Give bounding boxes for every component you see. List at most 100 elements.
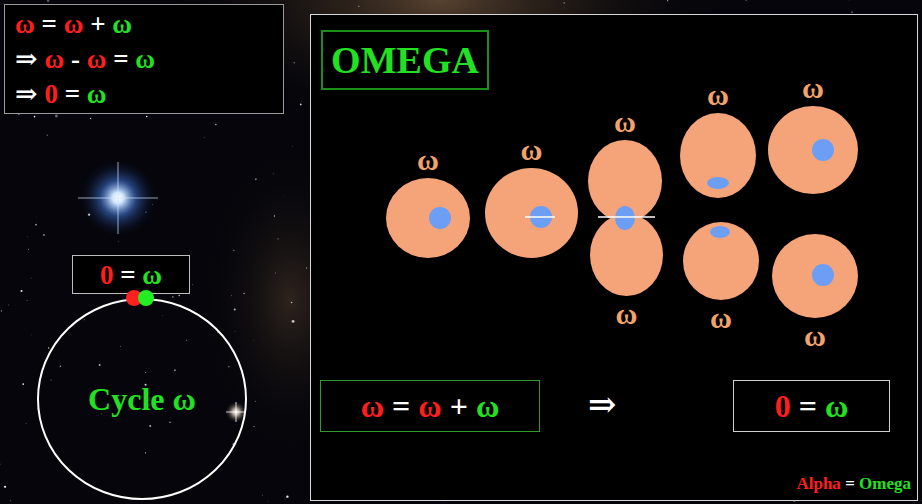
star xyxy=(34,116,36,118)
cell-body xyxy=(485,168,578,258)
star xyxy=(292,320,295,323)
star xyxy=(47,135,48,136)
text-part: = xyxy=(392,388,418,424)
equation-box: 0 = ω xyxy=(733,380,890,432)
cell-body xyxy=(386,178,470,258)
text-part: Cycle xyxy=(88,381,172,417)
equation-box: ω = ω + ω xyxy=(320,380,540,432)
star xyxy=(234,330,236,332)
cell-body xyxy=(590,214,663,296)
star xyxy=(48,347,50,349)
star xyxy=(192,284,194,286)
text-part: ω xyxy=(44,44,71,74)
text-part: OMEGA xyxy=(331,39,479,81)
cell: ω xyxy=(683,222,759,300)
cell-body xyxy=(768,106,858,194)
cell-membrane xyxy=(386,178,470,258)
star xyxy=(667,0,668,1)
star xyxy=(50,379,51,380)
text-part: ⇒ xyxy=(588,386,617,423)
cell: ω xyxy=(386,178,470,258)
cell-nucleus xyxy=(615,206,635,230)
star xyxy=(261,494,263,496)
text-part: ω xyxy=(87,44,114,74)
cell: ω xyxy=(485,168,578,258)
star xyxy=(745,0,746,1)
cell-membrane xyxy=(772,234,858,318)
star xyxy=(25,423,27,425)
cell-body xyxy=(772,234,858,318)
omega-panel: Alpha = OmegaOMEGAωωωωωωωωω = ω + ω0 = ω xyxy=(310,14,918,501)
omega-label: ω xyxy=(485,134,578,166)
text-part: = xyxy=(42,9,64,39)
omega-label: ω xyxy=(683,302,759,334)
star xyxy=(178,295,180,297)
text-part: ω xyxy=(142,260,162,290)
cell-nucleus xyxy=(812,139,834,161)
cell-membrane xyxy=(683,222,759,300)
cell-nucleus xyxy=(710,226,730,238)
text-part: ω xyxy=(361,388,392,424)
text-part: ⇒ xyxy=(15,44,44,74)
star xyxy=(118,240,120,242)
star xyxy=(267,501,269,503)
alpha-dot xyxy=(126,290,142,306)
star xyxy=(26,300,28,302)
text-part: ω xyxy=(417,143,439,176)
division-line xyxy=(525,216,555,218)
star xyxy=(228,366,230,368)
star xyxy=(145,452,146,453)
text-part: ω xyxy=(476,388,499,424)
text-part: ⇒ xyxy=(15,79,44,109)
star xyxy=(60,366,61,367)
star xyxy=(848,0,850,2)
equation-line: ⇒ 0 = ω xyxy=(15,77,107,112)
omega-label: ω xyxy=(590,298,663,330)
cell-nucleus xyxy=(812,264,834,286)
omega-label: ω xyxy=(588,106,662,138)
implies-arrow: ⇒ xyxy=(588,386,617,424)
star xyxy=(921,500,922,502)
omega-label: ω xyxy=(680,79,756,111)
star xyxy=(36,216,38,218)
star xyxy=(301,101,303,103)
star xyxy=(149,425,151,427)
text-part: ω xyxy=(710,301,732,334)
cell: ω xyxy=(590,214,663,296)
cell: ω xyxy=(768,106,858,194)
star xyxy=(292,145,294,147)
star xyxy=(255,178,257,180)
blue-star xyxy=(78,158,158,238)
text-area: OMEGA xyxy=(323,32,487,88)
star xyxy=(10,500,12,502)
omega-label: ω xyxy=(772,320,858,352)
text-area: Cycle ω xyxy=(37,298,247,500)
text-part: 0 xyxy=(100,260,120,290)
omega-label: ω xyxy=(386,144,470,176)
label-holder: ⇒ xyxy=(588,386,617,424)
text-part: Alpha xyxy=(796,474,845,493)
cell-nucleus xyxy=(429,207,451,229)
star xyxy=(174,369,176,371)
text-part: ω xyxy=(521,133,543,166)
omega-label: ω xyxy=(768,72,858,104)
star-spike xyxy=(236,402,237,422)
cell-membrane xyxy=(680,113,756,198)
star xyxy=(4,486,6,488)
cell: ω xyxy=(772,234,858,318)
equation-line: ω = ω + ω xyxy=(15,7,132,42)
star xyxy=(21,290,23,292)
star xyxy=(306,267,307,268)
star xyxy=(30,277,32,279)
text-part: ω xyxy=(15,9,42,39)
text-part: = xyxy=(845,474,859,493)
star xyxy=(253,340,255,342)
star xyxy=(253,426,254,427)
text-part: ω xyxy=(87,79,107,109)
title-box: OMEGA xyxy=(321,30,489,90)
text-part: - xyxy=(71,44,87,74)
text-area: 0 = ω xyxy=(734,381,889,431)
star xyxy=(234,308,236,310)
